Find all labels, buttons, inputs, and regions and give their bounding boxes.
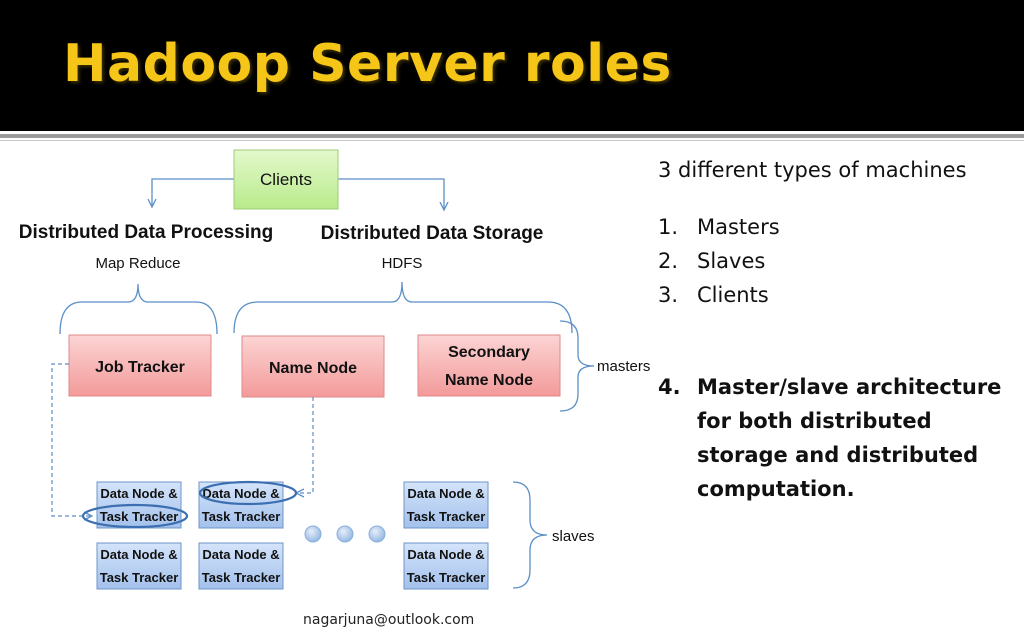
slaves-label: slaves — [552, 528, 595, 545]
masters-brace — [559, 320, 595, 412]
masters-label: masters — [597, 358, 650, 375]
sidebar: 3 different types of machines 1. Masters… — [658, 158, 1018, 506]
slave-node: Data Node & Task Tracker — [96, 542, 182, 590]
slave-node: Data Node & Task Tracker — [403, 542, 489, 590]
svg-text:Task Tracker: Task Tracker — [202, 570, 281, 585]
name-node-box — [241, 335, 385, 398]
list-text: Clients — [697, 283, 769, 307]
svg-text:Data Node &: Data Node & — [100, 547, 177, 562]
list-text: Slaves — [697, 249, 766, 273]
svg-text:Data Node &: Data Node & — [100, 486, 177, 501]
job-tracker-box — [68, 334, 212, 397]
clients-connector-right — [338, 178, 444, 210]
slave-node: Data Node & Task Tracker — [198, 542, 284, 590]
list-number: 1. — [658, 215, 679, 239]
name-node-dashed-link — [296, 397, 314, 493]
svg-text:Task Tracker: Task Tracker — [202, 509, 281, 524]
list-item: 1. Masters — [658, 210, 1018, 244]
list-number: 3. — [658, 283, 679, 307]
slaves-brace — [512, 481, 548, 589]
list-number: 2. — [658, 249, 679, 273]
secondary-name-node-box — [417, 334, 561, 397]
processing-title: Distributed Data Processing — [19, 222, 273, 243]
secondary-name-node-label-1: Secondary — [448, 344, 530, 361]
list-text: Masters — [697, 215, 780, 239]
footer-email: nagarjuna@outlook.com — [303, 612, 475, 628]
list-item: 2. Slaves — [658, 244, 1018, 278]
storage-brace — [233, 281, 573, 334]
svg-text:Data Node &: Data Node & — [407, 486, 484, 501]
list-text: Master/slave architecture for both distr… — [697, 375, 1002, 501]
job-tracker-dashed-link — [51, 363, 92, 516]
svg-text:Task Tracker: Task Tracker — [100, 570, 179, 585]
job-tracker-label: Job Tracker — [95, 359, 185, 376]
title-bar: Hadoop Server roles — [0, 0, 1024, 131]
data-node-highlight — [198, 480, 298, 506]
svg-text:Task Tracker: Task Tracker — [100, 509, 179, 524]
storage-title: Distributed Data Storage — [321, 223, 544, 244]
svg-text:Task Tracker: Task Tracker — [407, 509, 486, 524]
ellipsis-dot — [336, 525, 354, 543]
clients-box — [233, 149, 339, 210]
slave-node: Data Node & Task Tracker — [198, 481, 284, 529]
processing-brace — [59, 283, 218, 335]
name-node-label: Name Node — [269, 360, 357, 377]
svg-text:Data Node &: Data Node & — [202, 547, 279, 562]
storage-subtitle: HDFS — [382, 255, 423, 272]
clients-label: Clients — [260, 170, 312, 189]
list-number: 4. — [658, 375, 681, 399]
svg-text:Task Tracker: Task Tracker — [407, 570, 486, 585]
ellipsis-dot — [304, 525, 322, 543]
list-item: 3. Clients — [658, 278, 1018, 312]
ellipsis-dot — [368, 525, 386, 543]
processing-subtitle: Map Reduce — [95, 255, 180, 272]
list-item-highlight: 4. Master/slave architecture for both di… — [658, 370, 1018, 506]
slide-title: Hadoop Server roles — [63, 34, 672, 94]
secondary-name-node-label-2: Name Node — [445, 372, 533, 389]
hadoop-diagram: Clients Distributed Data Processing Map … — [19, 149, 650, 590]
divider-thick — [0, 134, 1024, 138]
svg-text:Data Node &: Data Node & — [407, 547, 484, 562]
slave-node: Data Node & Task Tracker — [403, 481, 489, 529]
svg-text:Data Node &: Data Node & — [202, 486, 279, 501]
clients-connector-left — [152, 178, 234, 207]
divider-thin — [0, 140, 1024, 141]
task-tracker-highlight — [81, 503, 189, 529]
sidebar-intro: 3 different types of machines — [658, 158, 967, 182]
